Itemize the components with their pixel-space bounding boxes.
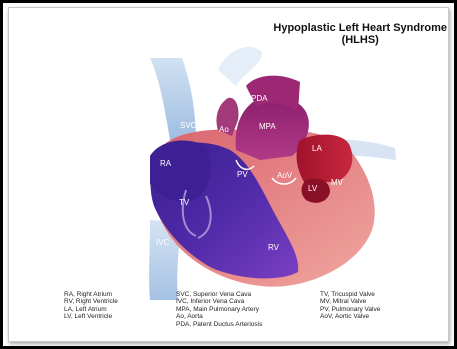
legend-column-3: TV, Tricuspid Valve MV, Mitral Valve PV,… — [320, 291, 380, 321]
label-pv: PV — [237, 170, 248, 179]
legend-item: IVC, Inferior Vena Cava — [176, 298, 262, 305]
label-ivc: IVC — [156, 238, 170, 247]
label-lv: LV — [308, 184, 318, 193]
legend-item: RA, Right Atrium — [64, 291, 118, 298]
label-svc: SVC — [180, 121, 197, 130]
label-mv: MV — [331, 178, 344, 187]
label-tv: TV — [179, 198, 190, 207]
legend-column-2: SVC, Superior Vena Cava IVC, Inferior Ve… — [176, 291, 262, 328]
label-aov: AoV — [277, 171, 293, 180]
label-ao: Ao — [219, 125, 229, 134]
legend-item: SVC, Superior Vena Cava — [176, 291, 262, 298]
legend-item: LV, Left Ventricle — [64, 313, 118, 320]
left-atrium-region — [297, 135, 353, 182]
legend-item: MV, Mitral Valve — [320, 298, 380, 305]
legend-item: LA, Left Atrium — [64, 306, 118, 313]
label-rv: RV — [268, 243, 280, 252]
legend-item: RV, Right Ventricle — [64, 298, 118, 305]
legend-item: MPA, Main Pulmonary Artery — [176, 306, 262, 313]
legend-item: PDA, Patent Ductus Arteriosis — [176, 321, 262, 328]
label-mpa: MPA — [259, 122, 276, 131]
legend-item: AoV, Aortic Valve — [320, 313, 380, 320]
label-la: LA — [312, 144, 322, 153]
right-atrium-region — [150, 141, 211, 202]
label-pda: PDA — [251, 94, 268, 103]
legend-item: TV, Tricuspid Valve — [320, 291, 380, 298]
legend-item: Ao, Aorta — [176, 313, 262, 320]
legend-column-1: RA, Right Atrium RV, Right Ventricle LA,… — [64, 291, 118, 321]
label-ra: RA — [160, 159, 172, 168]
legend-item: PV, Pulmonary Valve — [320, 306, 380, 313]
